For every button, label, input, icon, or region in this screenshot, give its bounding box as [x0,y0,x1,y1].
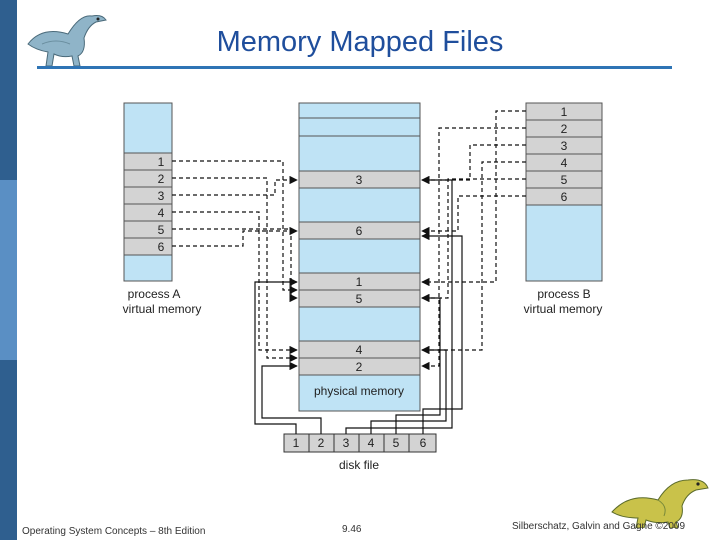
process-b-pages: 1 2 3 4 5 6 [525,102,603,206]
process-a-pages: 1 2 3 4 5 6 [123,152,173,256]
process-a-mapping-arrows [172,160,298,363]
process-a-page-label: 5 [158,223,165,237]
disk-block-label: 4 [368,436,375,450]
process-a-label: process A [128,287,181,301]
sidebar [0,0,17,540]
process-b-label: process B [537,287,590,301]
process-a-page-label: 1 [158,155,165,169]
disk-file-blocks: 1 2 3 4 5 6 [283,433,437,453]
disk-file-label: disk file [339,458,379,472]
process-a-page-label: 4 [158,206,165,220]
process-b-page-label: 5 [561,173,568,187]
physical-memory-frames: 3 6 1 5 4 2 [298,117,421,376]
disk-block-label: 6 [420,436,427,450]
footer-copyright: Silberschatz, Galvin and Gagne ©2009 [512,521,686,532]
process-b-page-label: 4 [561,156,568,170]
process-b-sublabel: virtual memory [524,302,603,316]
disk-block-label: 1 [293,436,300,450]
process-a-page-label: 6 [158,240,165,254]
disk-block-label: 3 [343,436,350,450]
sidebar-segment-bottom [0,360,17,540]
title-underline [37,66,672,69]
physical-frame-label: 4 [356,343,363,357]
dinosaur-logo-icon [27,15,107,67]
disk-block-label: 5 [393,436,400,450]
physical-frame-label: 6 [356,224,363,238]
sidebar-segment-middle [0,180,17,360]
physical-frame-label: 1 [356,275,363,289]
physical-frame-label: 3 [356,173,363,187]
physical-memory-label: physical memory [314,384,404,398]
disk-block-label: 2 [318,436,325,450]
physical-frame-label: 2 [356,360,363,374]
sidebar-segment-top [0,0,17,180]
footer-page-number: 9.46 [342,524,362,535]
process-b-page-label: 1 [561,105,568,119]
process-b-page-label: 2 [561,122,568,136]
disk-to-memory-arrows [254,175,463,434]
process-b-page-label: 6 [561,190,568,204]
process-a-page-label: 3 [158,189,165,203]
process-b-page-label: 3 [561,139,568,153]
slide-title: Memory Mapped Files [216,26,504,58]
physical-frame-label: 5 [356,292,363,306]
process-a-sublabel: virtual memory [123,302,202,316]
dinosaur-footer-icon [611,479,709,528]
process-b-mapping-arrows [421,110,526,371]
process-a-page-label: 2 [158,172,165,186]
footer-book-title: Operating System Concepts – 8th Edition [22,526,206,537]
